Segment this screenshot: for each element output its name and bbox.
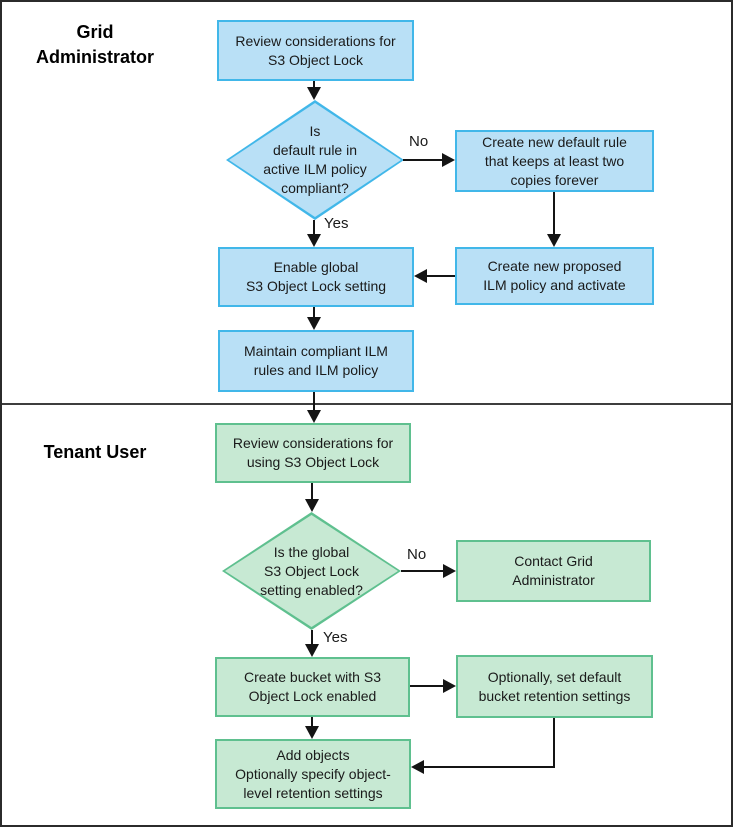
arrow-proposed-to-enable-line xyxy=(426,275,455,277)
arrow-maintain-to-review-tenant-line xyxy=(313,392,315,411)
arrow-create-rule-to-proposed-line xyxy=(553,192,555,235)
arrow-decision-no-to-create-rule-line xyxy=(403,159,442,161)
edge-label-tenant-no: No xyxy=(407,546,427,563)
arrow-enable-to-maintain-line xyxy=(313,307,315,318)
arrow-review-tenant-to-decision-head xyxy=(305,499,319,512)
node-create-bucket-s3-object-lock-label: Create bucket with S3 Object Lock enable… xyxy=(244,669,381,704)
node-review-considerations-tenant-label: Review considerations for using S3 Objec… xyxy=(232,435,394,470)
arrow-decision-yes-to-enable-line xyxy=(313,220,315,235)
arrow-decision-no-to-create-rule-head xyxy=(442,153,455,167)
node-create-new-proposed-ilm-policy-label: Create new proposed ILM policy and activ… xyxy=(483,258,626,293)
arrow-create-bucket-to-add-objects-line xyxy=(311,717,313,727)
arrow-decision-yes-to-create-bucket-head xyxy=(305,644,319,657)
arrow-create-bucket-to-add-objects-head xyxy=(305,726,319,739)
arrow-review-grid-to-decision-head xyxy=(307,87,321,100)
arrow-decision-no-to-contact-line xyxy=(401,570,443,572)
node-maintain-compliant-ilm: Maintain compliant ILM rules and ILM pol… xyxy=(218,330,414,392)
node-review-considerations-grid-label: Review considerations for S3 Object Lock xyxy=(235,32,396,68)
edge-label-grid-yes: Yes xyxy=(324,215,349,232)
edge-label-grid-no: No xyxy=(409,133,429,150)
node-create-new-default-rule-label: Create new default rule that keeps at le… xyxy=(482,133,627,188)
arrow-decision-no-to-contact-head xyxy=(443,564,456,578)
arrow-decision-yes-to-create-bucket-line xyxy=(311,630,313,645)
node-add-objects: Add objects Optionally specify object- l… xyxy=(215,739,411,809)
node-decision-global-setting-enabled: Is the global S3 Object Lock setting ena… xyxy=(222,512,401,630)
node-enable-global-s3-object-lock: Enable global S3 Object Lock setting xyxy=(218,247,414,307)
section-divider xyxy=(2,403,731,405)
arrow-create-bucket-to-retention-head xyxy=(443,679,456,693)
arrow-decision-yes-to-enable-head xyxy=(307,234,321,247)
arrow-retention-to-add-objects-vline xyxy=(553,718,555,768)
arrow-retention-to-add-objects-head xyxy=(411,760,424,774)
arrow-create-bucket-to-retention-line xyxy=(410,685,443,687)
arrow-review-grid-to-decision-line xyxy=(313,81,315,88)
node-review-considerations-grid: Review considerations for S3 Object Lock xyxy=(217,20,414,81)
section-title-tenant-user: Tenant User xyxy=(43,442,147,462)
arrow-maintain-to-review-tenant-head xyxy=(307,410,321,423)
node-create-new-default-rule: Create new default rule that keeps at le… xyxy=(455,130,654,192)
node-review-considerations-tenant: Review considerations for using S3 Objec… xyxy=(215,423,411,483)
node-maintain-compliant-ilm-label: Maintain compliant ILM rules and ILM pol… xyxy=(244,343,388,378)
arrow-retention-to-add-objects-hline xyxy=(424,766,555,768)
arrow-proposed-to-enable-head xyxy=(414,269,427,283)
node-contact-grid-administrator-label: Contact Grid Administrator xyxy=(512,553,595,588)
node-create-bucket-s3-object-lock: Create bucket with S3 Object Lock enable… xyxy=(215,657,410,717)
node-optionally-set-default-retention: Optionally, set default bucket retention… xyxy=(456,655,653,718)
node-enable-global-s3-object-lock-label: Enable global S3 Object Lock setting xyxy=(245,259,387,294)
arrow-create-rule-to-proposed-head xyxy=(547,234,561,247)
node-optionally-set-default-retention-label: Optionally, set default bucket retention… xyxy=(478,668,631,704)
arrow-review-tenant-to-decision-line xyxy=(311,483,313,500)
node-decision-global-setting-enabled-label: Is the global S3 Object Lock setting ena… xyxy=(260,543,363,598)
arrow-enable-to-maintain-head xyxy=(307,317,321,330)
node-contact-grid-administrator: Contact Grid Administrator xyxy=(456,540,651,602)
node-decision-default-rule-compliant-label: Is default rule in active ILM policy com… xyxy=(263,123,367,196)
node-decision-default-rule-compliant: Is default rule in active ILM policy com… xyxy=(226,100,404,220)
section-title-grid-administrator: Grid Administrator xyxy=(35,22,154,67)
edge-label-tenant-yes: Yes xyxy=(323,629,348,646)
node-create-new-proposed-ilm-policy: Create new proposed ILM policy and activ… xyxy=(455,247,654,305)
node-add-objects-label: Add objects Optionally specify object- l… xyxy=(235,746,391,801)
